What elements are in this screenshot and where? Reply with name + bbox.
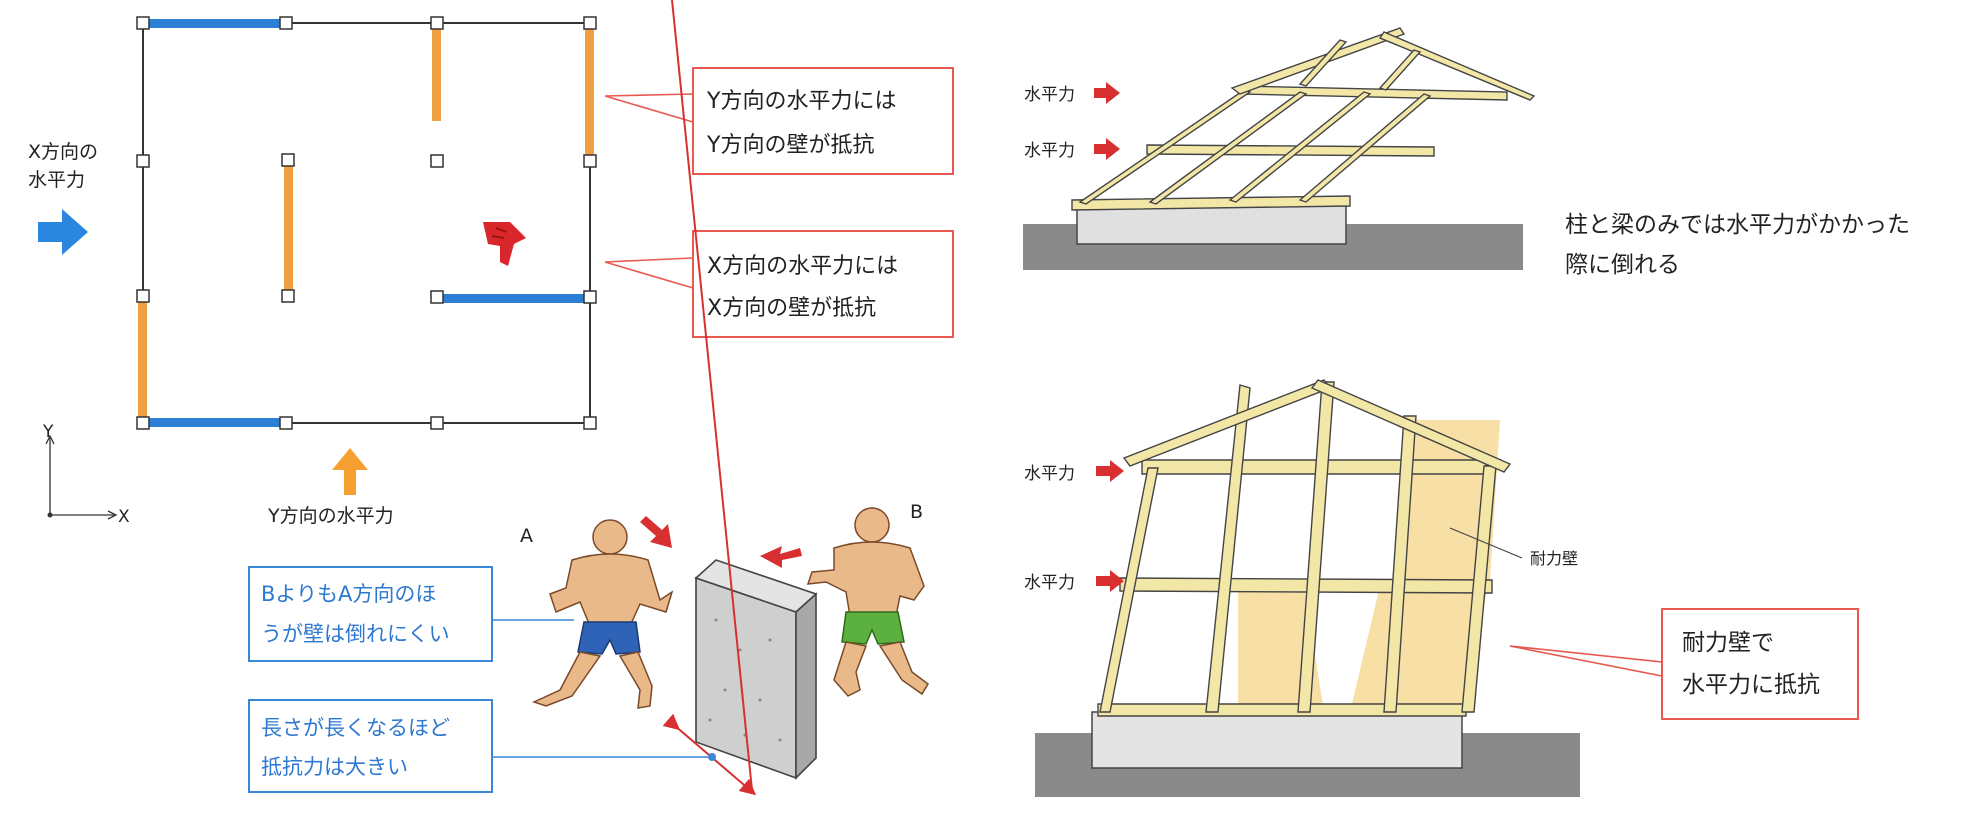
x-wall-bottom — [143, 418, 286, 427]
callout-y-text-1: Y方向の水平力には — [706, 89, 896, 114]
push-arrow-b-icon — [760, 546, 802, 568]
length-arrow-dot — [708, 753, 716, 761]
shear-panel-2 — [1350, 586, 1488, 712]
force-label-bottom-1: 水平力 — [1024, 464, 1075, 484]
collapse-caption-1: 柱と梁のみでは水平力がかかった — [1565, 212, 1910, 238]
shear-wall-leader — [1449, 527, 1523, 559]
frame-shear-wall: 水平力 水平力 耐力壁 耐力壁で 水平力に抵抗 — [1024, 379, 1859, 797]
foundation-bottom — [1091, 711, 1463, 769]
axis-x-label: X — [118, 507, 130, 527]
callout-x-text-2: X方向の壁が抵抗 — [707, 296, 876, 321]
push-arrow-a-icon — [640, 516, 672, 548]
force-label-bottom-2: 水平力 — [1024, 573, 1075, 593]
callout-shear-wall: 耐力壁で 水平力に抵抗 — [1509, 608, 1859, 720]
callout-shear-text-1: 耐力壁で — [1682, 630, 1774, 656]
callout-shear-text-2: 水平力に抵抗 — [1682, 672, 1820, 698]
frame-members — [1097, 379, 1512, 717]
force-arrow-bottom-2-icon — [1096, 570, 1124, 592]
x-wall-interior — [437, 294, 590, 303]
figure-a — [531, 519, 674, 709]
callout-y-walls: Y方向の水平力には Y方向の壁が抵抗 — [604, 67, 954, 175]
force-arrow-top-1-icon — [1094, 82, 1120, 104]
callout-x-walls: X方向の水平力には X方向の壁が抵抗 — [604, 230, 954, 338]
x-force-label-2: 水平力 — [28, 169, 85, 191]
callout-direction-text-1: BよりもA方向のほ — [261, 582, 436, 606]
y-force-arrow-icon — [332, 448, 368, 495]
y-wall-interior-left — [284, 160, 293, 296]
y-wall-right — [585, 23, 594, 163]
wall-demo: A B BよりもA方向のほ うが壁は倒れにくい 長さが長くなるほど 抵抗力は大き… — [248, 0, 929, 796]
force-label-top-1: 水平力 — [1024, 85, 1075, 105]
x-wall-top — [143, 19, 286, 28]
force-arrow-bottom-1-icon — [1096, 460, 1124, 482]
pointing-hand-icon — [483, 222, 526, 266]
x-force-label-1: X方向の — [28, 141, 98, 163]
figure-b — [806, 507, 929, 697]
collapse-caption-2: 際に倒れる — [1565, 252, 1680, 278]
y-wall-left — [138, 296, 147, 423]
shear-wall-label: 耐力壁 — [1530, 549, 1578, 568]
y-wall-interior-right — [432, 23, 441, 121]
floor-plan — [136, 16, 597, 430]
callout-length-text-2: 抵抗力は大きい — [261, 755, 408, 779]
concrete-wall — [694, 559, 818, 780]
axis-y-label: Y — [42, 422, 54, 442]
xy-axes — [45, 434, 118, 520]
force-arrow-top-2-icon — [1094, 138, 1120, 160]
collapsed-frame — [1071, 27, 1536, 211]
force-label-top-2: 水平力 — [1024, 141, 1075, 161]
callout-length-text-1: 長さが長くなるほど — [261, 716, 450, 740]
callout-x-text-1: X方向の水平力には — [707, 254, 898, 279]
plan-outline — [142, 22, 591, 424]
callout-y-text-2: Y方向の壁が抵抗 — [706, 133, 874, 158]
axis-origin — [47, 512, 53, 518]
frame-collapsing: 水平力 水平力 柱と梁のみでは水平力がかかった 際に倒れる — [1023, 27, 1910, 278]
x-force-arrow-icon — [38, 209, 88, 255]
label-a: A — [520, 525, 533, 547]
callout-length: 長さが長くなるほど 抵抗力は大きい — [248, 699, 708, 793]
length-arrow-icon — [671, 0, 753, 791]
label-b: B — [910, 501, 923, 523]
columns — [136, 16, 597, 430]
callout-direction: BよりもA方向のほ うが壁は倒れにくい — [248, 566, 574, 662]
y-force-label: Y方向の水平力 — [267, 505, 394, 527]
callout-direction-text-2: うが壁は倒れにくい — [261, 622, 450, 646]
